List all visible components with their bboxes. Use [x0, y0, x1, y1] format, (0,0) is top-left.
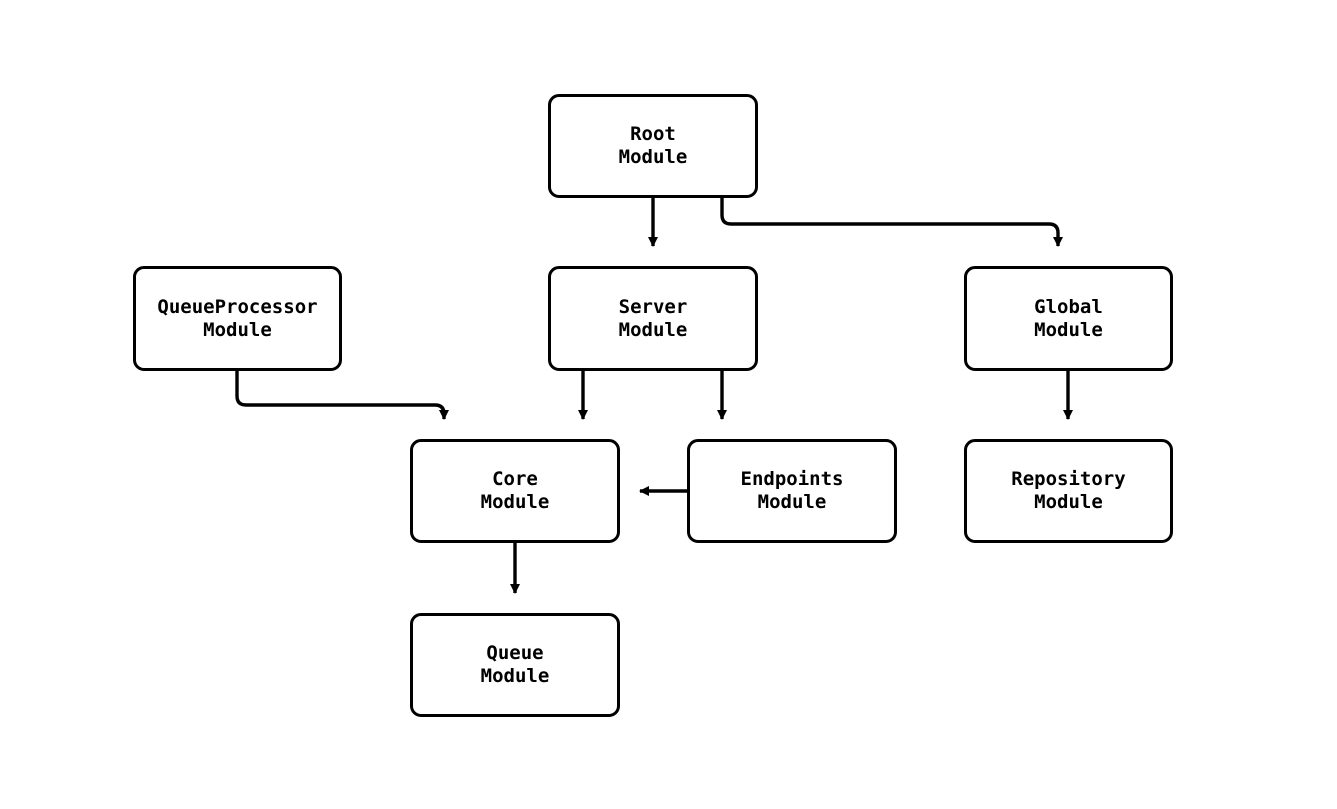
node-queueprocessor-module[interactable]: QueueProcessor Module [133, 266, 342, 371]
node-server-module[interactable]: Server Module [548, 266, 758, 371]
edge-queueprocessor-to-core [235, 371, 449, 420]
node-root-module[interactable]: Root Module [548, 94, 758, 198]
node-endpoints-module[interactable]: Endpoints Module [687, 439, 897, 543]
node-repository-module-label: Repository Module [1011, 468, 1126, 513]
node-core-module-label: Core Module [480, 468, 550, 513]
node-queueprocessor-module-label: QueueProcessor Module [157, 295, 318, 341]
node-server-module-label: Server Module [618, 295, 688, 341]
node-global-module-label: Global Module [1034, 295, 1103, 341]
node-core-module[interactable]: Core Module [410, 439, 620, 543]
node-root-module-label: Root Module [618, 123, 688, 168]
node-global-module[interactable]: Global Module [964, 266, 1173, 371]
edge-root-to-global [720, 198, 1063, 247]
node-endpoints-module-label: Endpoints Module [740, 468, 844, 513]
node-queue-module-label: Queue Module [480, 642, 550, 687]
node-queue-module[interactable]: Queue Module [410, 613, 620, 717]
node-repository-module[interactable]: Repository Module [964, 439, 1173, 543]
